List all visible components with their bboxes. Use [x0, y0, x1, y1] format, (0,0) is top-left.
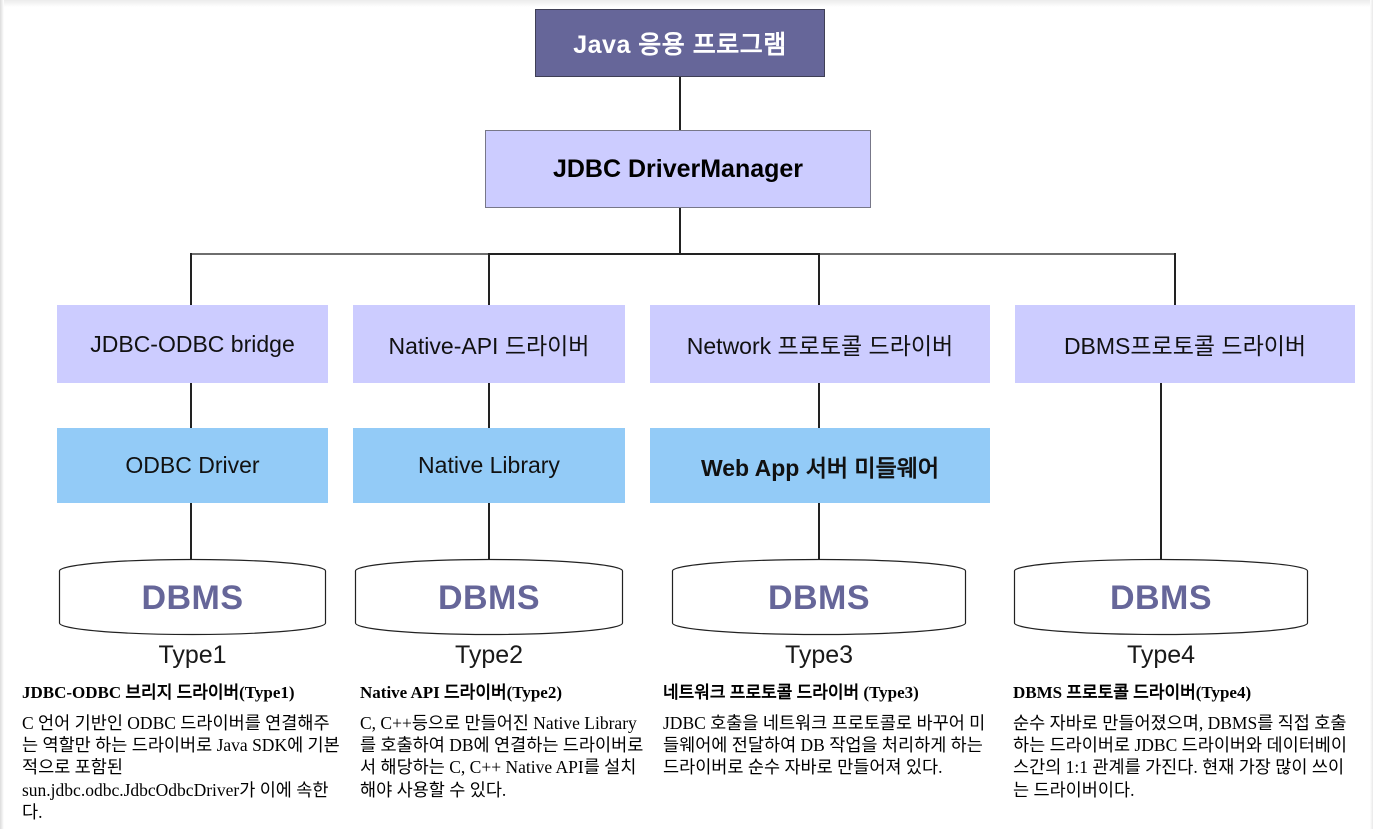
description-title-2: Native API 드라이버(Type2)	[360, 683, 563, 702]
node-library-1: ODBC Driver	[57, 428, 328, 503]
node-driver-4: DBMS프로토콜 드라이버	[1015, 305, 1355, 383]
description-title-4: DBMS 프로토콜 드라이버(Type4)	[1013, 683, 1252, 702]
connector-library2-to-dbms2	[488, 503, 490, 565]
node-dbms-3: DBMS	[670, 558, 968, 636]
type-label-4: Type4	[1126, 641, 1196, 669]
description-body-2: C, C++등으로 만들어진 Native Library를 호출하여 DB에 …	[360, 712, 644, 800]
page-right-edge	[1370, 0, 1373, 829]
connector-driver1-to-library1	[190, 383, 192, 428]
node-library-2: Native Library	[353, 428, 625, 503]
description-body-3: JDBC 호출을 네트워크 프로토콜로 바꾸어 미들웨어에 전달하여 DB 작업…	[663, 712, 986, 778]
page-top-edge	[0, 0, 1373, 7]
node-driver-3: Network 프로토콜 드라이버	[650, 305, 990, 383]
connector-bus-drop-4	[1174, 253, 1176, 305]
node-jdbc-drivermanager: JDBC DriverManager	[485, 130, 871, 208]
description-block-3: 네트워크 프로토콜 드라이버 (Type3) JDBC 호출을 네트워크 프로토…	[663, 683, 993, 779]
node-java-application: Java 응용 프로그램	[535, 9, 825, 77]
description-title-1: JDBC-ODBC 브리지 드라이버(Type1)	[22, 683, 295, 702]
type-label-2: Type2	[454, 641, 524, 669]
page-left-edge	[0, 0, 4, 829]
description-title-3: 네트워크 프로토콜 드라이버 (Type3)	[663, 683, 919, 702]
type-label-1: Type1	[158, 641, 227, 669]
connector-bus-right	[818, 253, 1176, 255]
connector-library1-to-dbms1	[190, 503, 192, 565]
node-dbms-2: DBMS	[353, 558, 625, 636]
description-block-2: Native API 드라이버(Type2) C, C++등으로 만들어진 Na…	[360, 683, 650, 801]
connector-driver4-to-dbms4	[1160, 383, 1162, 563]
description-block-4: DBMS 프로토콜 드라이버(Type4) 순수 자바로 만들어졌으며, DBM…	[1013, 683, 1348, 801]
dbms-label-1: DBMS	[141, 579, 244, 618]
description-block-1: JDBC-ODBC 브리지 드라이버(Type1) C 언어 기반인 ODBC …	[22, 683, 342, 824]
connector-driver2-to-library2	[488, 383, 490, 428]
description-body-1: C 언어 기반인 ODBC 드라이버를 연결해주는 역할만 하는 드라이버로 J…	[22, 712, 340, 823]
connector-bus-drop-1	[190, 253, 192, 305]
description-body-4: 순수 자바로 만들어졌으며, DBMS를 직접 호출하는 드라이버로 JDBC …	[1013, 712, 1347, 800]
dbms-label-3: DBMS	[767, 579, 871, 618]
node-dbms-1: DBMS	[57, 558, 328, 636]
connector-manager-to-bus	[679, 208, 681, 254]
connector-app-to-manager	[679, 77, 681, 130]
dbms-label-4: DBMS	[1109, 579, 1213, 618]
node-library-3: Web App 서버 미들웨어	[650, 428, 990, 503]
node-driver-2: Native-API 드라이버	[353, 305, 625, 383]
connector-bus-left	[190, 253, 490, 255]
type-label-3: Type3	[784, 641, 854, 669]
connector-bus-center	[488, 253, 820, 255]
node-dbms-4: DBMS	[1012, 558, 1310, 636]
connector-bus-drop-2	[488, 253, 490, 305]
connector-bus-drop-3	[818, 253, 820, 305]
node-driver-1: JDBC-ODBC bridge	[57, 305, 328, 383]
connector-driver3-to-library3	[818, 383, 820, 428]
connector-library3-to-dbms3	[818, 503, 820, 565]
dbms-label-2: DBMS	[437, 579, 541, 618]
